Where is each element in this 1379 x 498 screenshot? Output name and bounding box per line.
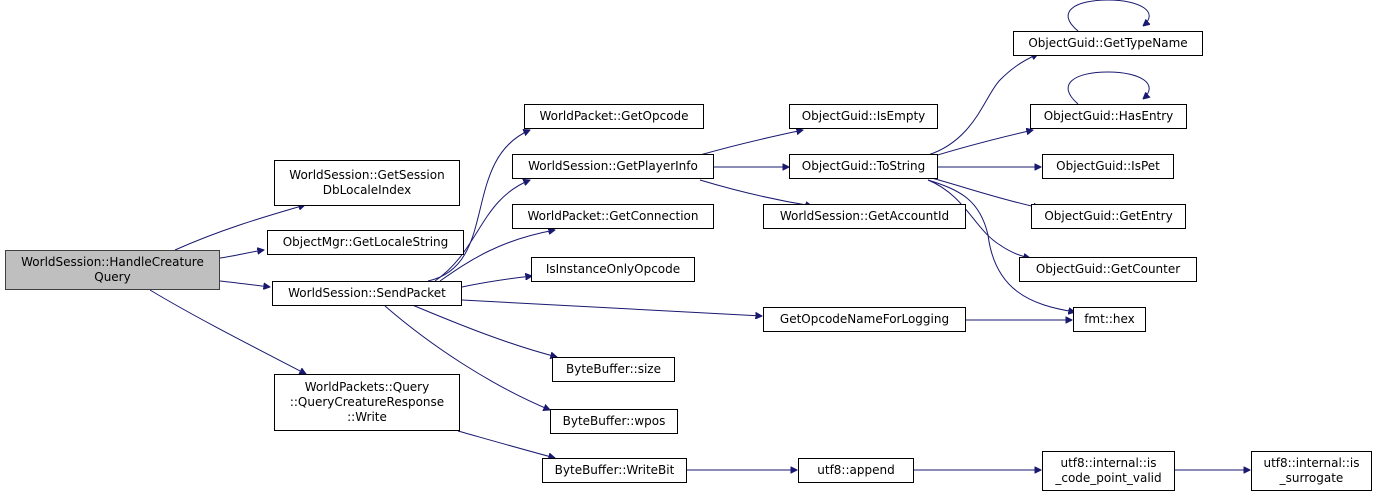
edge-sendpacket-to-getplayerinfo <box>434 180 530 282</box>
edge-sendpacket-to-getopcodenameforlogging <box>461 299 762 316</box>
node-isinstanceonlyopcode[interactable]: IsInstanceOnlyOpcode <box>531 257 695 282</box>
node-bytebuffer-writebit[interactable]: ByteBuffer::WriteBit <box>542 458 687 483</box>
node-worldsession-sendpacket[interactable]: WorldSession::SendPacket <box>272 281 462 306</box>
node-utf8-is-code-point-valid[interactable]: utf8::internal::is _code_point_valid <box>1042 451 1175 491</box>
node-getopcodenameforlogging[interactable]: GetOpcodeNameForLogging <box>763 307 966 332</box>
node-objectguid-getentry[interactable]: ObjectGuid::GetEntry <box>1031 204 1186 229</box>
edge-root-to-sendpacket <box>219 280 270 287</box>
node-utf8-append[interactable]: utf8::append <box>798 458 914 483</box>
node-objectmgr-getlocalestring[interactable]: ObjectMgr::GetLocaleString <box>267 230 464 255</box>
edge-sendpacket-to-isinstanceonlyopcode <box>461 276 532 288</box>
node-query-creature-response-write[interactable]: WorldPackets::Query ::QueryCreatureRespo… <box>274 374 460 431</box>
edge-sendpacket-to-getconnection <box>439 230 555 282</box>
edge-tostring-to-getcounter <box>927 179 1030 258</box>
node-worldsession-getaccountid[interactable]: WorldSession::GetAccountId <box>763 204 966 229</box>
node-utf8-is-surrogate[interactable]: utf8::internal::is _surrogate <box>1251 451 1372 491</box>
edge-root-to-getlocalestring <box>219 250 264 259</box>
node-bytebuffer-size[interactable]: ByteBuffer::size <box>552 357 675 382</box>
node-objectguid-ispet[interactable]: ObjectGuid::IsPet <box>1042 154 1174 179</box>
edge-sendpacket-to-bb-wpos <box>384 305 550 410</box>
edge-tostring-to-gettypename <box>927 54 1038 156</box>
node-handle-creature-query: WorldSession::HandleCreature Query <box>5 250 220 290</box>
edge-tostring-to-hex <box>927 179 1075 312</box>
node-getsession-dblocaleindex[interactable]: WorldSession::GetSession DbLocaleIndex <box>274 160 460 206</box>
edge-tostring-to-hasentry <box>927 130 1033 159</box>
node-worldsession-getplayerinfo[interactable]: WorldSession::GetPlayerInfo <box>512 154 714 179</box>
edge-sendpacket-to-getopcode <box>427 130 530 282</box>
node-objectguid-gettypename[interactable]: ObjectGuid::GetTypeName <box>1013 31 1203 56</box>
node-objectguid-isempty[interactable]: ObjectGuid::IsEmpty <box>789 104 938 129</box>
edge-getplayerinfo-to-isempty <box>699 130 803 156</box>
edge-hasentry-self-loop <box>1067 71 1149 105</box>
node-fmt-hex[interactable]: fmt::hex <box>1073 307 1146 332</box>
edge-query-write-to-writebit <box>457 430 555 458</box>
node-worldpacket-getopcode[interactable]: WorldPacket::GetOpcode <box>524 104 704 129</box>
edge-tostring-to-getentry <box>927 176 1040 208</box>
edge-gettypename-self-loop <box>1067 0 1149 32</box>
node-objectguid-tostring[interactable]: ObjectGuid::ToString <box>789 154 938 179</box>
node-worldpacket-getconnection[interactable]: WorldPacket::GetConnection <box>512 204 714 229</box>
node-bytebuffer-wpos[interactable]: ByteBuffer::wpos <box>550 409 678 434</box>
edge-root-to-getsessiondblocaleindex <box>174 205 305 251</box>
node-objectguid-hasentry[interactable]: ObjectGuid::HasEntry <box>1030 104 1187 129</box>
edge-getplayerinfo-to-getaccountid <box>699 179 812 206</box>
node-objectguid-getcounter[interactable]: ObjectGuid::GetCounter <box>1019 257 1197 282</box>
edge-sendpacket-to-bb-size <box>409 303 557 357</box>
edge-root-to-query-write <box>149 289 306 374</box>
